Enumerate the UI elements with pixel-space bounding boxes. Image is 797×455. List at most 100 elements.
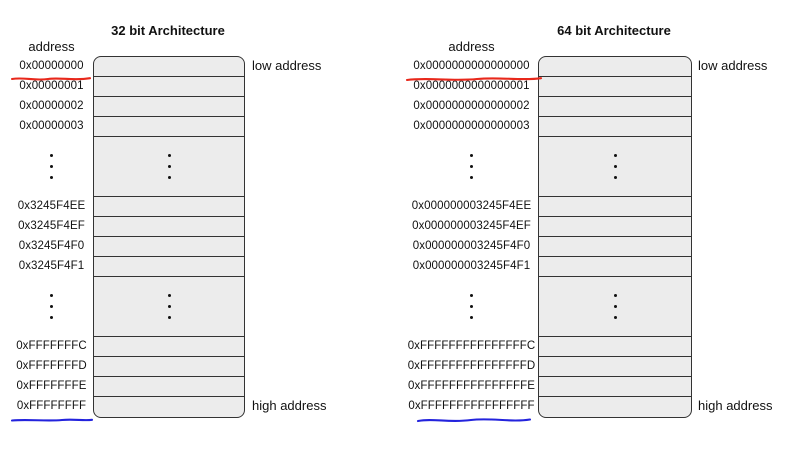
ellipsis-dot bbox=[167, 154, 171, 157]
ellipsis-dot bbox=[167, 294, 171, 297]
ellipsis-dot bbox=[470, 315, 473, 319]
address-row: 0x000000003245F4EF bbox=[405, 216, 538, 236]
address-label: 0x0000000000000002 bbox=[413, 100, 530, 112]
memory-cell bbox=[94, 337, 244, 357]
diagram-64bit: 64 bit Architecture address 0x000000000000… bbox=[405, 22, 790, 428]
memory-ellipsis-dots bbox=[613, 137, 617, 196]
ellipsis-dot bbox=[50, 153, 53, 157]
ellipsis-dot bbox=[167, 165, 171, 168]
address-row: 0x0000000000000002 bbox=[405, 96, 538, 116]
address-label: 0x000000003245F4EE bbox=[411, 200, 532, 212]
address-label: 0x000000003245F4F0 bbox=[412, 240, 531, 252]
memory-cell bbox=[94, 397, 244, 417]
memory-cell bbox=[539, 97, 691, 117]
address-row: 0xFFFFFFFE bbox=[10, 376, 93, 396]
address-label: 0xFFFFFFFFFFFFFFFD bbox=[407, 360, 536, 372]
ellipsis-dot bbox=[470, 164, 473, 168]
address-ellipsis-dots bbox=[50, 276, 53, 336]
high-address-label: high address bbox=[252, 398, 327, 413]
ellipsis-dot bbox=[613, 165, 617, 168]
ellipsis-dot bbox=[50, 164, 53, 168]
memory-cell bbox=[539, 377, 691, 397]
ellipsis-dot bbox=[613, 176, 617, 179]
ellipsis-dot bbox=[470, 175, 473, 179]
ellipsis-dot bbox=[613, 294, 617, 297]
address-label: 0xFFFFFFFE bbox=[16, 380, 87, 392]
ellipsis-dot bbox=[470, 153, 473, 157]
address-row: 0x00000000 bbox=[10, 56, 93, 76]
memory-cell bbox=[94, 197, 244, 217]
address-label: 0x000000003245F4F1 bbox=[412, 260, 531, 272]
memory-box bbox=[93, 56, 245, 418]
address-column-header: address bbox=[448, 39, 495, 54]
diagram-title: 64 bit Architecture bbox=[557, 23, 671, 38]
address-column-header: address bbox=[28, 39, 75, 54]
address-label: 0xFFFFFFFFFFFFFFFF bbox=[408, 400, 535, 412]
address-ellipsis-dots bbox=[470, 136, 473, 196]
memory-box bbox=[538, 56, 692, 418]
memory-cell bbox=[94, 377, 244, 397]
memory-cell bbox=[94, 77, 244, 97]
memory-cell bbox=[539, 337, 691, 357]
address-label: 0x0000000000000000 bbox=[413, 60, 530, 72]
address-label: 0x00000000 bbox=[19, 60, 84, 72]
memory-cell bbox=[539, 397, 691, 417]
address-row: 0x000000003245F4EE bbox=[405, 196, 538, 216]
memory-cell bbox=[94, 97, 244, 117]
address-label: 0x3245F4F0 bbox=[18, 240, 85, 252]
address-label: 0x00000002 bbox=[19, 100, 84, 112]
address-label: 0x0000000000000003 bbox=[413, 120, 530, 132]
address-label: 0x3245F4EF bbox=[18, 220, 85, 232]
memory-dots-cell bbox=[94, 137, 244, 197]
ellipsis-dot bbox=[613, 154, 617, 157]
memory-ellipsis-dots bbox=[613, 277, 617, 336]
address-row: 0x3245F4EF bbox=[10, 216, 93, 236]
diagram-title: 32 bit Architecture bbox=[111, 23, 225, 38]
address-row: 0x00000002 bbox=[10, 96, 93, 116]
ellipsis-dot bbox=[470, 304, 473, 308]
memory-cell bbox=[539, 197, 691, 217]
address-label: 0x00000003 bbox=[19, 120, 84, 132]
memory-cell bbox=[94, 357, 244, 377]
ellipsis-dot bbox=[50, 315, 53, 319]
address-label: 0xFFFFFFFF bbox=[16, 400, 87, 412]
memory-dots-cell bbox=[94, 277, 244, 337]
address-label: 0x00000001 bbox=[19, 80, 84, 92]
memory-ellipsis-dots bbox=[167, 277, 171, 336]
address-ellipsis-dots bbox=[470, 276, 473, 336]
address-row: 0x000000003245F4F0 bbox=[405, 236, 538, 256]
blue-underline bbox=[416, 418, 532, 423]
memory-cell bbox=[539, 357, 691, 377]
diagram-32bit: 32 bit Architecture address 0x00000000 0x00… bbox=[10, 22, 360, 428]
address-row: 0xFFFFFFFD bbox=[10, 356, 93, 376]
address-ellipsis-dots bbox=[50, 136, 53, 196]
memory-cell bbox=[94, 237, 244, 257]
low-address-label: low address bbox=[252, 58, 322, 73]
memory-cell bbox=[539, 237, 691, 257]
ellipsis-dot bbox=[167, 176, 171, 179]
address-row: 0xFFFFFFFC bbox=[10, 336, 93, 356]
address-row: 0x3245F4F1 bbox=[10, 256, 93, 276]
memory-dots-cell bbox=[539, 277, 691, 337]
address-row: 0x00000003 bbox=[10, 116, 93, 136]
address-label: 0x3245F4F1 bbox=[18, 260, 85, 272]
memory-cell bbox=[94, 217, 244, 237]
address-row: 0xFFFFFFFFFFFFFFFE bbox=[405, 376, 538, 396]
memory-dots-cell bbox=[539, 137, 691, 197]
ellipsis-dot bbox=[613, 316, 617, 319]
address-label: 0x000000003245F4EF bbox=[412, 220, 531, 232]
ellipsis-dot bbox=[50, 293, 53, 297]
ellipsis-dot bbox=[613, 305, 617, 308]
memory-ellipsis-dots bbox=[167, 137, 171, 196]
address-row: 0x3245F4F0 bbox=[10, 236, 93, 256]
ellipsis-dot bbox=[50, 304, 53, 308]
address-row: 0xFFFFFFFFFFFFFFFC bbox=[405, 336, 538, 356]
memory-cell bbox=[539, 217, 691, 237]
address-label: 0x3245F4EE bbox=[17, 200, 86, 212]
memory-cell bbox=[94, 57, 244, 77]
address-row: 0x0000000000000001 bbox=[405, 76, 538, 96]
low-address-label: low address bbox=[698, 58, 768, 73]
memory-cell bbox=[539, 117, 691, 137]
ellipsis-dot bbox=[470, 293, 473, 297]
